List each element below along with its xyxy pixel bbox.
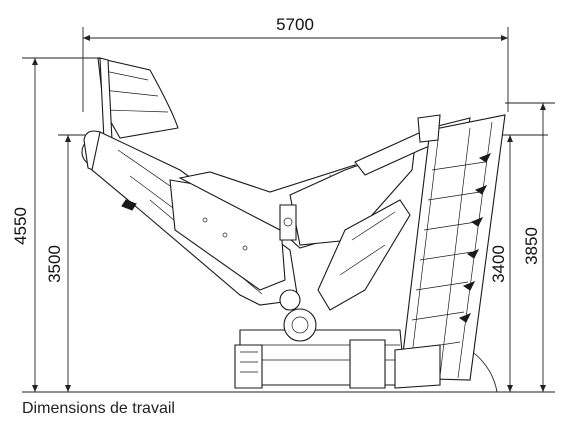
machine-drawing	[81, 57, 506, 389]
dim-height-left-inner: 3500	[45, 245, 64, 283]
dim-height-right-total: 3850	[522, 227, 541, 265]
dim-height-left-total: 4550	[11, 207, 30, 245]
dim-height-right-inner: 3400	[489, 245, 508, 283]
drawing-caption: Dimensions de travail	[22, 400, 175, 417]
dim-width-total: 5700	[276, 15, 314, 34]
